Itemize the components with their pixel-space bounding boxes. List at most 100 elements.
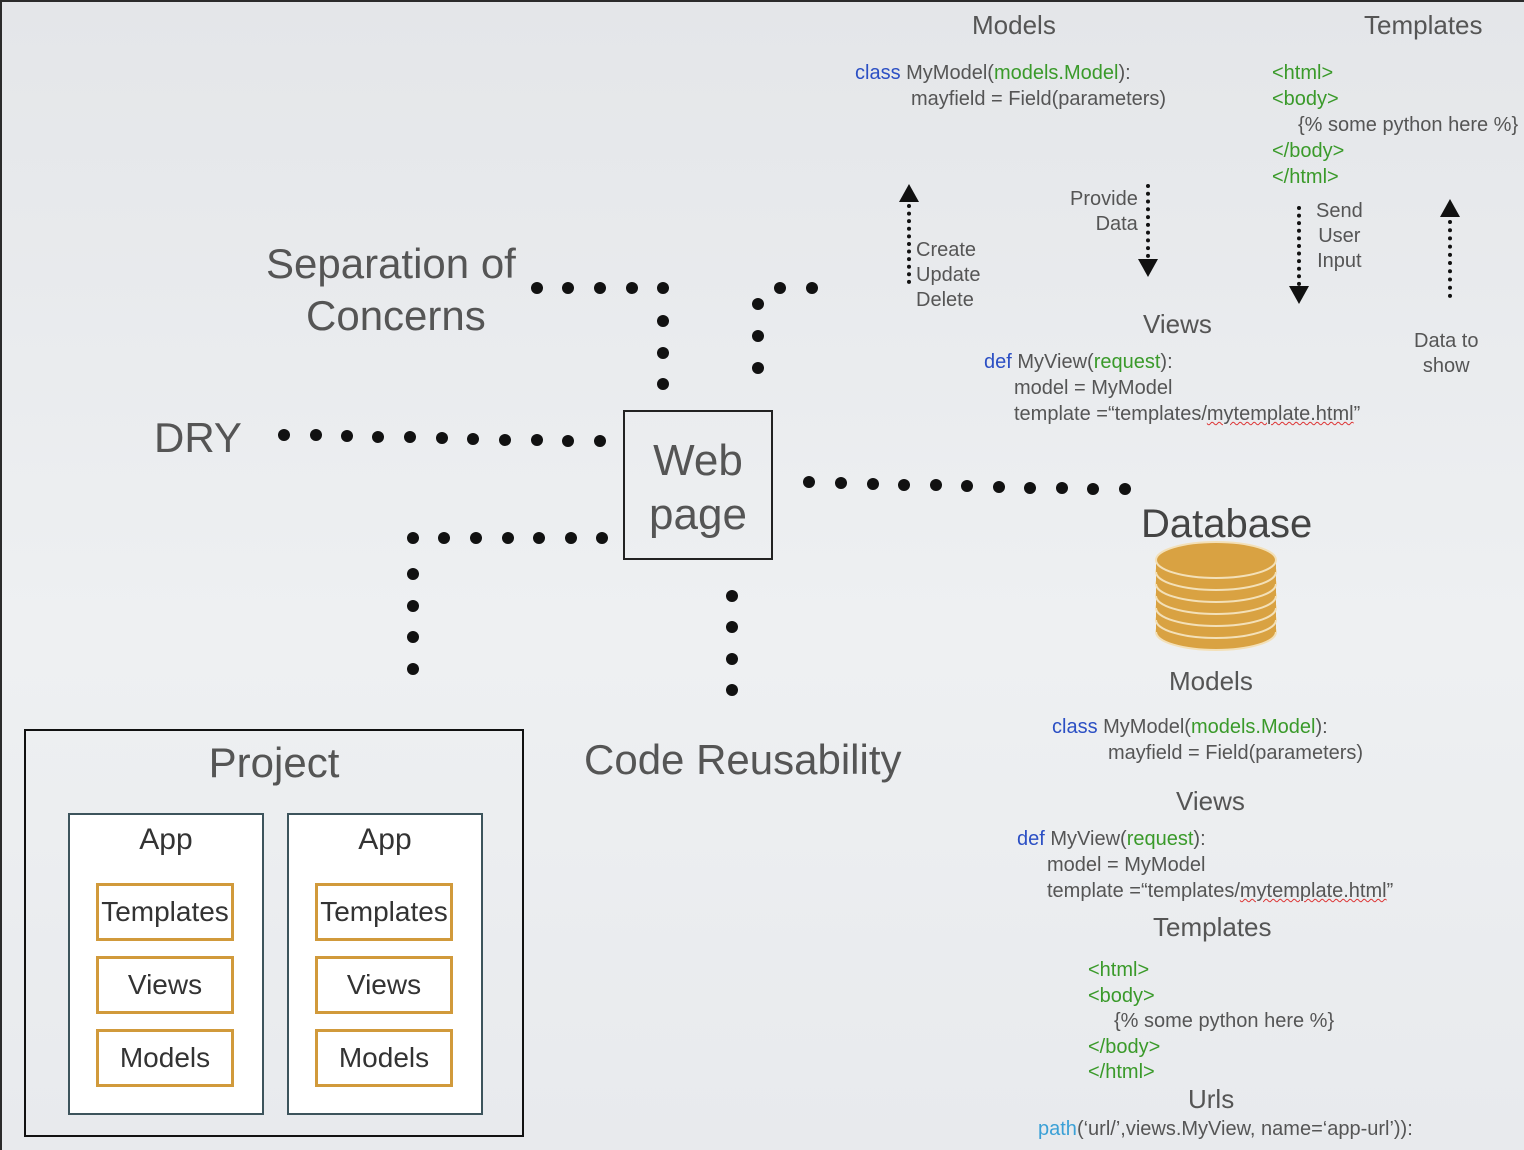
- top-templates-code: <html> <body> {% some python here %} </b…: [1272, 60, 1518, 190]
- connector-dot: [531, 434, 543, 446]
- webpage-label-line1: Web: [653, 436, 743, 485]
- provide-line: Provide: [1070, 188, 1138, 210]
- code-text: mytemplate.html: [1206, 403, 1354, 425]
- data-to-show-label: Data to show: [1414, 329, 1478, 379]
- code-line: </body>: [1272, 140, 1345, 162]
- connector-dot: [562, 435, 574, 447]
- code-reusability-label: Code Reusability: [584, 736, 902, 783]
- app-title: App: [139, 823, 193, 856]
- dry-label: DRY: [154, 414, 242, 461]
- top-views-code: def MyView(request): model = MyModel tem…: [984, 349, 1360, 427]
- connector-dot: [835, 477, 847, 489]
- code-line: <body>: [1088, 984, 1155, 1007]
- db-views-code: def MyView(request): model = MyModel tem…: [1017, 826, 1393, 904]
- code-line: </html>: [1272, 166, 1339, 188]
- webpage-box: Web page: [623, 410, 773, 560]
- connector-dot: [626, 282, 638, 294]
- project-box: Project App Templates Views Models App T…: [24, 729, 524, 1137]
- connector-dot: [726, 590, 738, 602]
- code-keyword: def: [984, 351, 1012, 373]
- connector-dot: [898, 479, 910, 491]
- code-text: ):: [1193, 828, 1206, 850]
- db-models-code: class MyModel(models.Model): mayfield = …: [1052, 714, 1363, 766]
- connector-dot: [533, 532, 545, 544]
- code-line: <html>: [1088, 959, 1150, 981]
- connector-dot: [404, 431, 416, 443]
- send-dotted-line: [1297, 206, 1305, 286]
- database-icon: [1155, 541, 1277, 651]
- separation-label-line2: Concerns: [306, 292, 486, 339]
- send-line: Send: [1316, 200, 1363, 222]
- project-title: Project: [208, 739, 340, 786]
- provide-line: Data: [1095, 213, 1138, 235]
- top-models-title: Models: [972, 10, 1056, 40]
- connector-dot: [961, 480, 973, 492]
- cud-update: Update: [916, 264, 981, 286]
- app-templates-box: Templates: [96, 883, 234, 941]
- app-views-box: Views: [96, 956, 234, 1014]
- top-models-code: class MyModel(models.Model): mayfield = …: [855, 60, 1166, 112]
- send-arrow-down-icon: [1289, 286, 1309, 304]
- code-line: <html>: [1272, 62, 1334, 84]
- connector-dot: [993, 481, 1005, 493]
- connector-dot: [438, 532, 450, 544]
- code-text: template =“templates/: [1014, 403, 1207, 425]
- code-line: model = MyModel: [1014, 377, 1173, 399]
- code-text: ”: [1353, 403, 1361, 425]
- code-text: MyModel(: [1097, 716, 1191, 738]
- connector-dot: [562, 282, 574, 294]
- code-line: {% some python here %}: [1298, 114, 1519, 136]
- db-models-title: Models: [1169, 666, 1253, 696]
- connector-dot: [594, 282, 606, 294]
- database-label: Database: [1141, 502, 1313, 546]
- app-models-box: Models: [96, 1029, 234, 1087]
- connector-dot: [594, 435, 606, 447]
- code-line: </body>: [1088, 1035, 1161, 1058]
- connector-dot: [726, 684, 738, 696]
- db-views-title: Views: [1176, 786, 1245, 816]
- connector-dot: [1087, 483, 1099, 495]
- connector-dot: [657, 282, 669, 294]
- app-box-2: App Templates Views Models: [287, 813, 483, 1115]
- send-line: Input: [1317, 250, 1362, 272]
- cud-arrow-up-icon: [899, 184, 919, 202]
- connector-dot: [565, 532, 577, 544]
- connector-dot: [341, 430, 353, 442]
- code-line: model = MyModel: [1047, 854, 1206, 876]
- connector-dot: [806, 282, 818, 294]
- connector-dot: [657, 347, 669, 359]
- connector-dot: [752, 330, 764, 342]
- code-text: mytemplate.html: [1239, 880, 1387, 902]
- app-templates-box: Templates: [315, 883, 453, 941]
- code-line: <body>: [1272, 88, 1339, 110]
- code-line: mayfield = Field(parameters): [911, 88, 1167, 110]
- connector-dot: [752, 298, 764, 310]
- code-keyword: def: [1017, 828, 1045, 850]
- connector-dot: [407, 568, 419, 580]
- db-urls-title: Urls: [1188, 1084, 1235, 1114]
- connector-dot: [407, 532, 419, 544]
- show-arrow-up-icon: [1440, 199, 1460, 217]
- show-line: show: [1422, 355, 1470, 377]
- connector-dot: [372, 431, 384, 443]
- send-line: User: [1318, 225, 1361, 247]
- connector-dot: [407, 600, 419, 612]
- show-dotted-line: [1448, 220, 1456, 298]
- connector-dot: [726, 621, 738, 633]
- connector-dot: [407, 663, 419, 675]
- connector-dot: [1119, 483, 1131, 495]
- provide-data-label: Provide Data: [1070, 187, 1138, 237]
- connector-dot: [930, 479, 942, 491]
- connector-dot: [657, 315, 669, 327]
- connector-dot: [499, 434, 511, 446]
- connector-dot: [470, 532, 482, 544]
- cud-label: Create Update Delete: [916, 238, 981, 313]
- connector-dot: [726, 653, 738, 665]
- app-models-box: Models: [315, 1029, 453, 1087]
- cud-create: Create: [916, 239, 977, 261]
- code-line: </html>: [1088, 1061, 1155, 1083]
- connector-dot: [657, 378, 669, 390]
- code-text: ):: [1118, 62, 1131, 84]
- code-text: ):: [1315, 716, 1328, 738]
- top-templates-title: Templates: [1364, 10, 1483, 40]
